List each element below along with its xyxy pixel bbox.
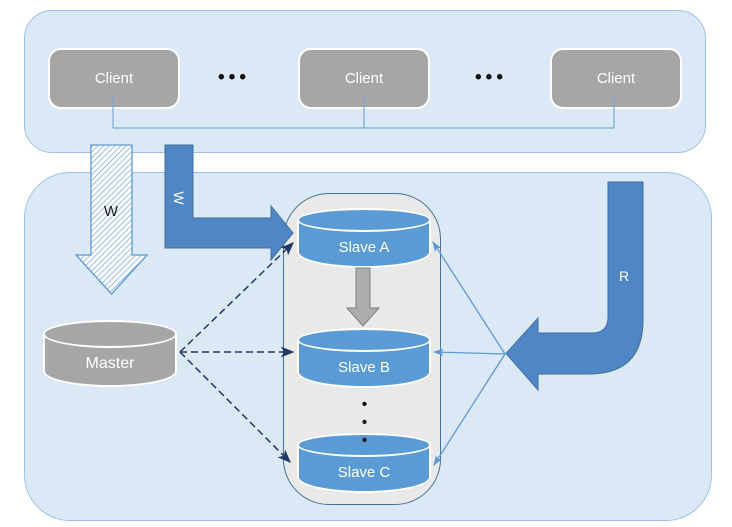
cascade-arrow-slave-a-to-b: [345, 267, 381, 327]
client-bus-connector: [112, 97, 615, 129]
slave-a-database-cylinder: Slave A: [297, 208, 431, 268]
client-node-1: Client: [48, 48, 180, 109]
master-label: Master: [85, 354, 135, 372]
replication-arrow-master-to-slave-c: [179, 351, 291, 463]
write-to-slave-arrow-label: W: [171, 191, 187, 205]
read-arrow-label: R: [618, 268, 630, 284]
read-fanout-arrows: [432, 241, 506, 466]
write-to-slave-arrow: [164, 144, 294, 262]
read-arrow-to-slave-c: [433, 353, 506, 466]
client-node-3: Client: [550, 48, 682, 109]
slave-c-cylinder-top: [297, 433, 431, 457]
client-2-label: Client: [344, 70, 384, 87]
client-3-label: Client: [596, 70, 636, 87]
write-to-master-arrow: [74, 144, 149, 295]
slave-c-label: Slave C: [337, 463, 391, 481]
slave-a-cylinder-top: [297, 208, 431, 232]
slave-b-cylinder-top: [297, 328, 431, 352]
clients-ellipsis-1: •••: [218, 67, 250, 88]
slave-c-database-cylinder: Slave C: [297, 433, 431, 493]
master-cylinder-top: [43, 320, 177, 348]
slave-b-database-cylinder: Slave B: [297, 328, 431, 388]
slave-a-label: Slave A: [338, 238, 390, 256]
replication-arrow-master-to-slave-a: [179, 242, 294, 353]
client-1-label: Client: [94, 70, 134, 87]
slave-b-label: Slave B: [338, 358, 390, 376]
master-database-cylinder: Master: [43, 320, 177, 387]
clients-ellipsis-2: •••: [475, 67, 507, 88]
read-arrow-to-slave-a: [432, 241, 506, 355]
write-to-master-arrow-label: W: [103, 203, 119, 220]
read-arrow: [505, 181, 644, 392]
read-arrow-to-slave-b: [432, 348, 506, 356]
replication-arrows: [179, 242, 295, 463]
